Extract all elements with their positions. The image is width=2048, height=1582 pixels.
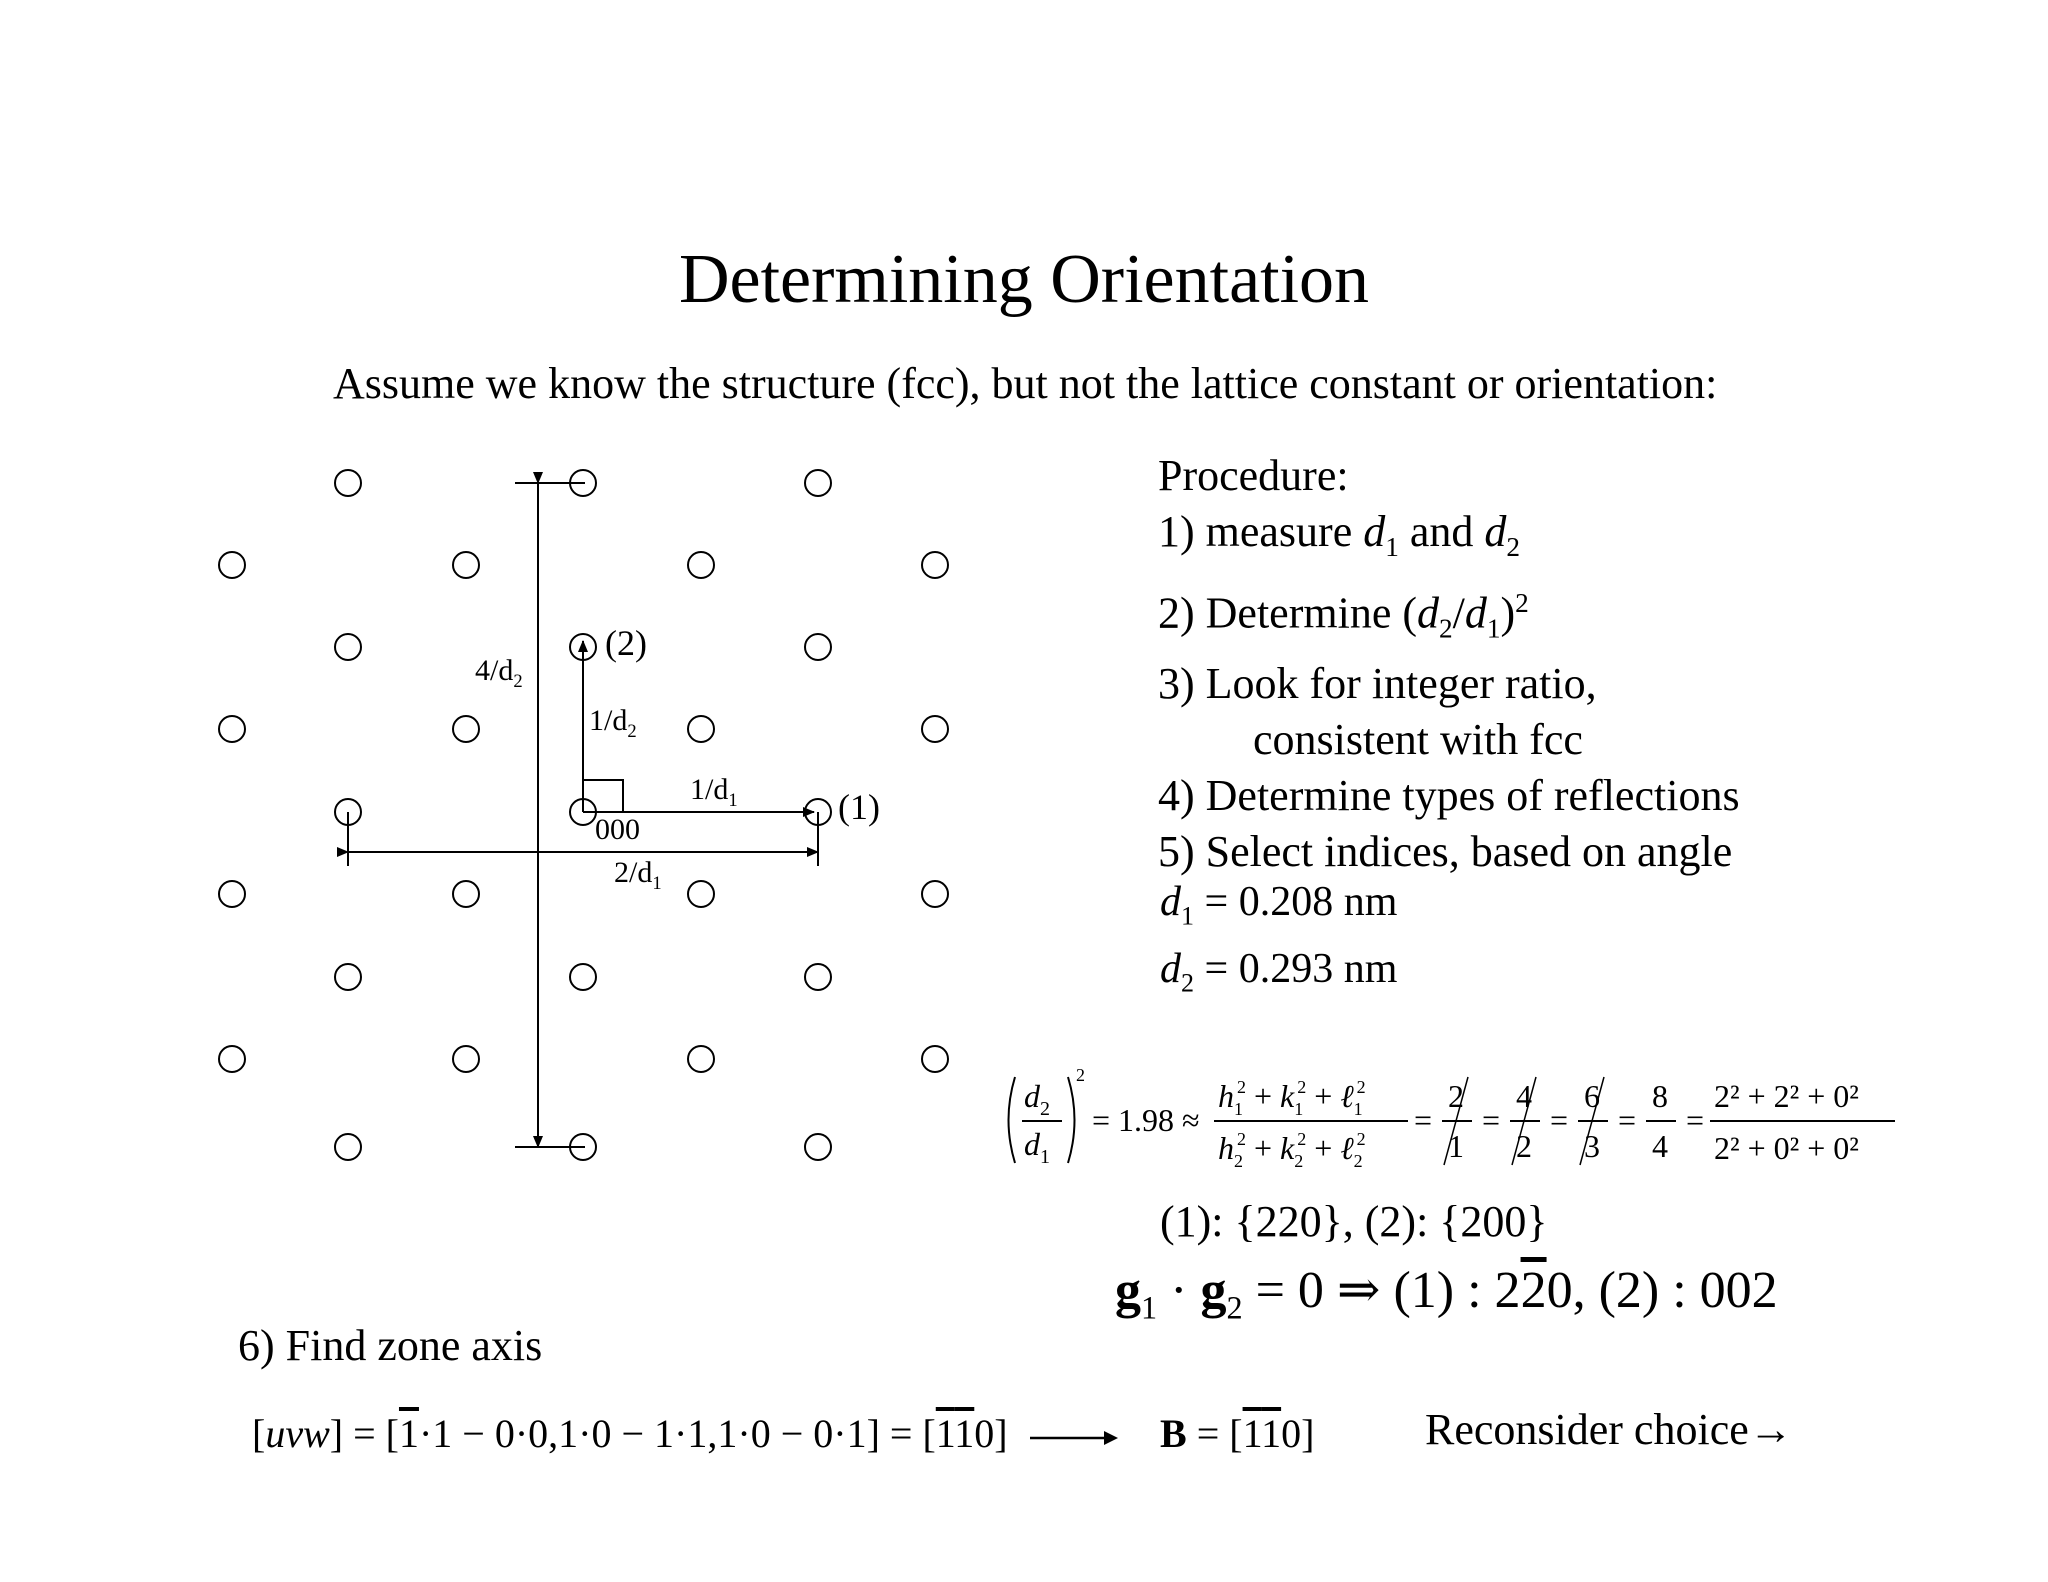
svg-text:h22 + k22 + ℓ22: h22 + k22 + ℓ22 — [1218, 1129, 1366, 1171]
diffraction-spot — [452, 880, 480, 908]
svg-text:d2: d2 — [1024, 1078, 1050, 1120]
label-origin-000: 000 — [595, 813, 640, 846]
diffraction-spot — [687, 551, 715, 579]
diffraction-spot — [804, 1133, 832, 1161]
zone-axis-equation: [uvw] = [1·1 − 0·0,1·0 − 1·1,1·0 − 0·1] … — [252, 1411, 1008, 1456]
right-angle-mark — [583, 779, 624, 812]
svg-text:2² + 0² + 0²: 2² + 0² + 0² — [1714, 1130, 1859, 1166]
svg-text:=: = — [1550, 1102, 1568, 1138]
d2-measurement: d2 = 0.293 nm — [1160, 946, 1398, 998]
procedure-step-2: 2) Determine (d2/d1)2 — [1158, 587, 1529, 644]
procedure-step-4: 4) Determine types of reflections — [1158, 771, 1740, 821]
svg-text:2: 2 — [1448, 1078, 1464, 1114]
diffraction-spot — [218, 715, 246, 743]
svg-text:=: = — [1414, 1102, 1432, 1138]
d1-measurement: d1 = 0.208 nm — [1160, 879, 1398, 931]
procedure-list: Procedure: 1) measure d1 and d2 2) Deter… — [1158, 448, 1740, 880]
ratio-approx: = 1.98 ≈ — [1092, 1102, 1200, 1138]
ratio-equation: d2 d1 2 = 1.98 ≈ h12 + k12 + ℓ12 h22 + k… — [1007, 1065, 1895, 1171]
diffraction-spot — [452, 715, 480, 743]
diffraction-spot — [687, 715, 715, 743]
diffraction-spot — [804, 963, 832, 991]
diffraction-spot — [218, 880, 246, 908]
svg-text:2: 2 — [1076, 1065, 1085, 1085]
svg-text:3: 3 — [1584, 1128, 1600, 1164]
diffraction-spot — [334, 469, 362, 497]
label-one-over-d1: 1/d1 — [690, 773, 738, 811]
diffraction-spot — [334, 633, 362, 661]
diffraction-spot — [334, 1133, 362, 1161]
reflection-families: (1): {220}, (2): {200} — [1160, 1197, 1548, 1246]
label-spot-2: (2) — [605, 623, 647, 663]
svg-text:=: = — [1618, 1102, 1636, 1138]
diffraction-spot — [218, 1045, 246, 1073]
label-one-over-d2: 1/d2 — [589, 704, 637, 742]
procedure-heading: Procedure: — [1158, 451, 1349, 500]
svg-text:4: 4 — [1652, 1128, 1668, 1164]
diffraction-spot — [687, 1045, 715, 1073]
procedure-step-3: 3) Look for integer ratio, — [1158, 659, 1597, 709]
diffraction-spot — [452, 1045, 480, 1073]
page-title: Determining Orientation — [678, 241, 1370, 318]
svg-text:2² + 2² + 0²: 2² + 2² + 0² — [1714, 1078, 1859, 1114]
procedure-step-5: 5) Select indices, based on angle — [1158, 827, 1733, 877]
svg-text:2: 2 — [1516, 1128, 1532, 1164]
arrow-right-icon — [1030, 1431, 1118, 1445]
label-spot-1: (1) — [838, 787, 880, 827]
diffraction-spot — [921, 715, 949, 743]
label-four-over-d2: 4/d2 — [475, 654, 523, 692]
diffraction-spot — [569, 963, 597, 991]
diffraction-spot — [452, 551, 480, 579]
procedure-step-1: 1) measure d1 and d2 — [1158, 507, 1521, 562]
diffraction-spot — [921, 551, 949, 579]
svg-text:1: 1 — [1448, 1128, 1464, 1164]
diffraction-spots — [218, 469, 949, 1161]
procedure-step-3-cont: consistent with fcc — [1253, 715, 1583, 765]
diffraction-spot — [804, 469, 832, 497]
diffraction-spot — [921, 1045, 949, 1073]
svg-text:=: = — [1482, 1102, 1500, 1138]
diffraction-spot — [687, 880, 715, 908]
reconsider-choice-note: Reconsider choice→ — [1425, 1405, 1793, 1454]
diffraction-spot — [218, 551, 246, 579]
zone-axis-heading: 6) Find zone axis — [238, 1321, 543, 1370]
svg-text:d1: d1 — [1024, 1126, 1050, 1168]
svg-text:8: 8 — [1652, 1078, 1668, 1114]
dimension-lines — [337, 472, 819, 1148]
diffraction-spot — [921, 880, 949, 908]
dot-product-equation: g1 · g2 = 0 ⇒ (1) : 220, (2) : 002 — [1115, 1262, 1778, 1326]
diffraction-spot — [804, 633, 832, 661]
svg-text:6: 6 — [1584, 1078, 1600, 1114]
label-two-over-d1: 2/d1 — [614, 856, 662, 894]
svg-text:h12 + k12 + ℓ12: h12 + k12 + ℓ12 — [1218, 1077, 1366, 1119]
svg-text:4: 4 — [1516, 1078, 1532, 1114]
beam-direction: B = [110] — [1160, 1411, 1315, 1456]
subtitle: Assume we know the structure (fcc), but … — [333, 359, 1718, 408]
svg-text:=: = — [1686, 1102, 1704, 1138]
diffraction-spot — [334, 963, 362, 991]
